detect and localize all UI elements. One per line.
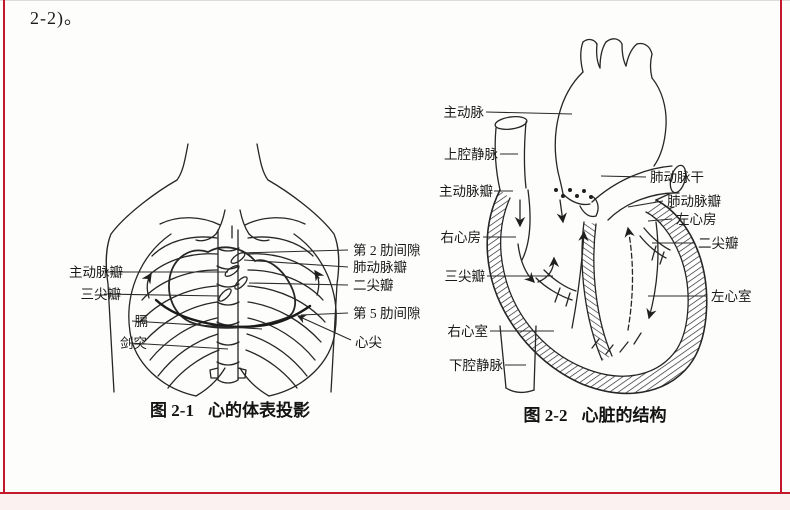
torso-outline <box>105 143 340 393</box>
label-pulmonary-valve-2: 肺动脉瓣 <box>667 194 721 209</box>
blood-flow-arrows <box>514 199 659 331</box>
figure1-title: 心的体表投影 <box>207 401 310 420</box>
figure1-caption: 图 2-1 心的体表投影 <box>110 396 350 421</box>
label-tricuspid-valve-2: 三尖瓣 <box>445 269 486 284</box>
figure1-labels: 主动脉瓣 三尖瓣 膈 剑突 第 2 肋间隙 肺动脉瓣 二尖瓣 第 5 肋间隙 心… <box>69 242 421 351</box>
label-mitral-valve: 二尖瓣 <box>353 278 394 293</box>
figure1-leader-lines <box>103 249 352 350</box>
heart-wall <box>486 189 708 395</box>
label-right-ventricle: 右心室 <box>448 323 489 339</box>
figure2-number: 图 2-2 <box>523 406 568 425</box>
label-tricuspid-valve: 三尖瓣 <box>81 287 122 302</box>
midclavicular-line-arrows <box>141 269 325 299</box>
label-xiphoid-process: 剑突 <box>120 336 147 351</box>
rib-cage <box>128 229 337 397</box>
label-mitral-valve-2: 二尖瓣 <box>698 236 739 251</box>
figure2-labels: 主动脉 上腔静脉 主动脉瓣 右心房 三尖瓣 右心室 下腔静脉 肺动脉干 肺动脉瓣… <box>439 105 752 373</box>
inferior-vena-cava <box>499 325 537 394</box>
label-inferior-vena-cava: 下腔静脉 <box>449 358 503 373</box>
body-text-fragment: 2-2)。 <box>30 8 83 28</box>
figure2-heart-diagram: 主动脉 上腔静脉 主动脉瓣 右心房 三尖瓣 右心室 下腔静脉 肺动脉干 肺动脉瓣… <box>439 38 752 395</box>
chambers-and-valves <box>521 188 671 355</box>
aortic-arch <box>554 38 667 195</box>
label-second-intercostal-space: 第 2 肋间隙 <box>353 242 421 258</box>
valve-position-marks <box>218 252 248 302</box>
figure2-title: 心脏的结构 <box>581 406 667 425</box>
label-superior-vena-cava: 上腔静脉 <box>444 147 498 162</box>
figure1-number: 图 2-1 <box>150 401 194 420</box>
figure2-leader-lines <box>483 111 707 366</box>
label-aortic-valve: 主动脉瓣 <box>69 265 123 280</box>
red-border-left <box>3 0 5 510</box>
label-diaphragm: 膈 <box>135 314 149 329</box>
label-fifth-intercostal-space: 第 5 肋间隙 <box>353 305 421 321</box>
superior-vena-cava <box>494 116 528 191</box>
figure1-chest-diagram: 主动脉瓣 三尖瓣 膈 剑突 第 2 肋间隙 肺动脉瓣 二尖瓣 第 5 肋间隙 心… <box>69 143 421 397</box>
label-left-ventricle: 左心室 <box>711 288 752 304</box>
red-rule-bottom <box>0 492 790 494</box>
label-cardiac-apex: 心尖 <box>355 335 382 350</box>
next-page-strip <box>0 494 790 510</box>
red-border-right <box>780 0 782 510</box>
figure2-caption: 图 2-2 心脏的结构 <box>480 401 710 426</box>
label-left-atrium: 左心房 <box>676 212 717 227</box>
label-pulmonary-trunk: 肺动脉干 <box>650 170 704 185</box>
interventricular-septum <box>581 221 613 361</box>
label-aorta: 主动脉 <box>444 105 485 120</box>
label-right-atrium: 右心房 <box>441 230 482 245</box>
page-top-edge <box>0 0 790 1</box>
label-pulmonary-valve: 肺动脉瓣 <box>353 260 407 275</box>
label-aortic-valve-2: 主动脉瓣 <box>439 184 493 199</box>
